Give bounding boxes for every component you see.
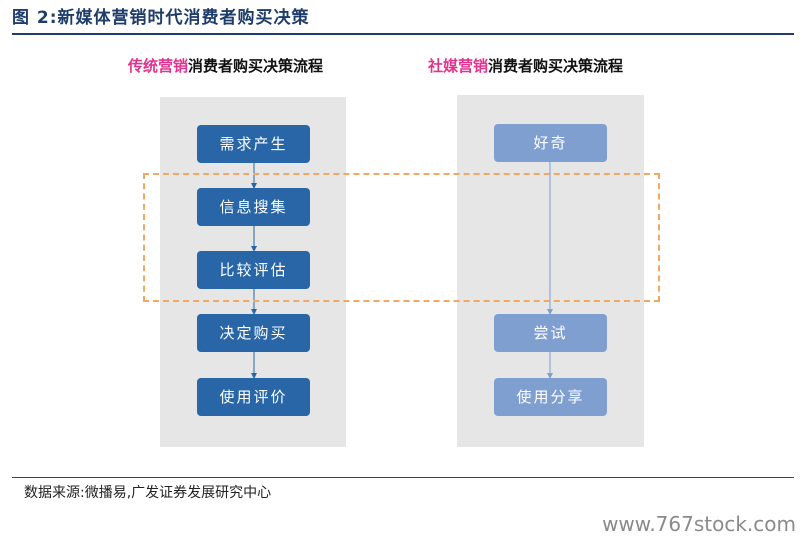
left-column-heading: 传统营销消费者购买决策流程: [128, 54, 323, 78]
stage-decide-buy: 决定购买: [197, 314, 310, 352]
comparison-dashed-frame: [143, 173, 660, 302]
stage-info-search: 信息搜集: [197, 188, 310, 226]
stage-try: 尝试: [494, 314, 607, 352]
stage-use-evaluate: 使用评价: [197, 378, 310, 416]
left-heading-highlight: 传统营销: [128, 57, 189, 75]
title-underline: [12, 33, 794, 35]
left-heading-rest: 消费者购买决策流程: [188, 57, 324, 75]
watermark: www.767stock.com: [602, 512, 796, 536]
footer-rule: [12, 477, 794, 478]
right-heading-highlight: 社媒营销: [428, 57, 489, 75]
stage-demand: 需求产生: [197, 125, 310, 163]
right-heading-rest: 消费者购买决策流程: [488, 57, 624, 75]
figure-title: 图 2:新媒体营销时代消费者购买决策: [12, 8, 310, 28]
data-source: 数据来源:微播易,广发证券发展研究中心: [24, 485, 272, 501]
stage-compare: 比较评估: [197, 251, 310, 289]
stage-curious: 好奇: [494, 124, 607, 162]
right-column-heading: 社媒营销消费者购买决策流程: [428, 54, 623, 78]
stage-use-share: 使用分享: [494, 378, 607, 416]
